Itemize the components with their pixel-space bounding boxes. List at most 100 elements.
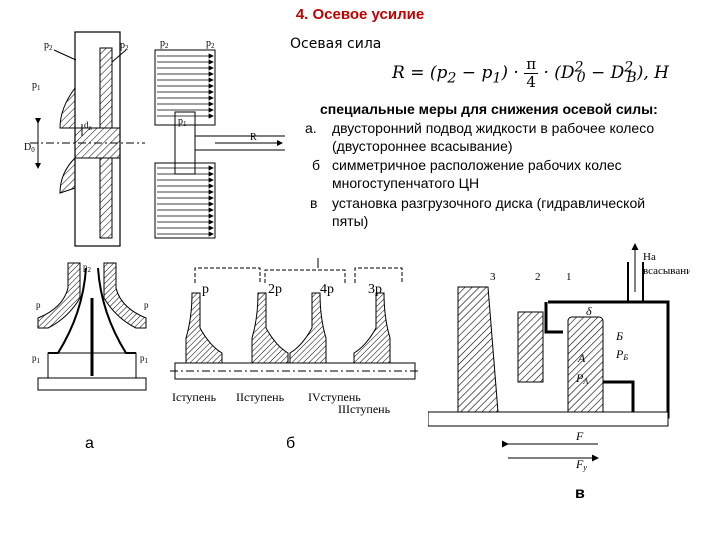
multistage-pump-diagram: p 2p 4p 3p Iступень IIступень IVступень … bbox=[170, 258, 420, 416]
pressure-arrow-head bbox=[208, 207, 214, 213]
stage-label: IIступень bbox=[236, 390, 285, 404]
right-shroud bbox=[103, 262, 147, 329]
pressure-arrow-head bbox=[208, 201, 214, 207]
measure-marker: а. bbox=[305, 120, 317, 136]
pressure-arrow-head bbox=[208, 177, 214, 183]
formula-dv-sup: 2 bbox=[624, 59, 634, 76]
pressure-arrow-head bbox=[208, 225, 214, 231]
p2-dist-right-label: p2 bbox=[206, 38, 215, 50]
formula-four: 4 bbox=[526, 73, 536, 91]
formula-close-paren: ) · bbox=[501, 63, 519, 83]
stage-pressure-3p: 3p bbox=[368, 282, 382, 297]
measure-line: установка разгрузочного диска (гидравлич… bbox=[332, 195, 646, 211]
formula-minus-d: − D bbox=[585, 63, 625, 83]
callout-2: 2 bbox=[535, 271, 541, 283]
force-f-label: F bbox=[575, 429, 584, 443]
stage-label: Iступень bbox=[172, 390, 217, 404]
zone-a-label: А bbox=[577, 351, 586, 365]
shaft bbox=[37, 377, 147, 391]
formula-pi: π bbox=[524, 55, 539, 74]
caption-a: а bbox=[85, 435, 94, 452]
formula-minus-p: − p bbox=[456, 63, 493, 83]
pressure-b-label: PБ bbox=[615, 347, 628, 362]
formula-d-open: (D bbox=[554, 63, 575, 83]
pressure-arrow-head bbox=[208, 189, 214, 195]
measure-marker: б bbox=[312, 157, 321, 173]
pressure-arrow-head bbox=[208, 83, 214, 89]
pressure-arrow-head bbox=[208, 89, 214, 95]
measure-line: двусторонний подвод жидкости в рабочее к… bbox=[332, 120, 655, 136]
pressure-arrow-head bbox=[208, 59, 214, 65]
double-suction-impeller-diagram: p2 p p p1 p1 bbox=[32, 262, 149, 391]
impeller-section bbox=[457, 286, 499, 413]
p1-left-a-label: p1 bbox=[32, 353, 41, 365]
r-label: R bbox=[250, 132, 257, 143]
impeller-inlet-shroud bbox=[59, 86, 76, 129]
measure-item-a: а. двусторонний подвод жидкости в рабочее… bbox=[305, 119, 654, 155]
stage-label: IVступень bbox=[308, 390, 361, 404]
p2-right-label: p2 bbox=[120, 40, 129, 52]
shaft-v bbox=[428, 411, 669, 427]
formula-sub-1: 1 bbox=[492, 70, 502, 87]
stage-pressure-2p: 2p bbox=[268, 282, 282, 297]
formula-tail: ), H bbox=[636, 63, 669, 83]
formula-dv-sub: В bbox=[626, 70, 637, 87]
balancing-disc-diagram: 3 2 1 δ А PА Б PБ На всасывание F Fу bbox=[428, 243, 690, 472]
pressure-arrow-head bbox=[208, 171, 214, 177]
d0-label: D0 bbox=[24, 142, 35, 154]
p1-dist-label: p1 bbox=[178, 116, 187, 128]
pressure-arrow-head bbox=[208, 231, 214, 237]
pressure-arrow-head bbox=[208, 53, 214, 59]
stage-impeller bbox=[289, 292, 327, 364]
pressure-arrow-head bbox=[208, 65, 214, 71]
caption-b: б bbox=[286, 435, 296, 452]
p-left-a-label: p bbox=[36, 300, 41, 310]
formula-sub-2: 2 bbox=[447, 70, 457, 87]
formula-d0-sup: 2 bbox=[574, 59, 584, 76]
pressure-arrow-head bbox=[208, 113, 214, 119]
measure-line: (двустороннее всасывание) bbox=[332, 138, 513, 154]
suction-label-line1: На bbox=[643, 251, 656, 263]
measure-line: многоступенчатого ЦН bbox=[332, 175, 480, 191]
db-label: dв bbox=[84, 120, 93, 132]
zone-b-label: Б bbox=[615, 329, 623, 343]
stage-pressure-4p: 4p bbox=[320, 282, 334, 297]
measure-line: пяты) bbox=[332, 213, 369, 229]
measures-heading: специальные меры для снижения осевой сил… bbox=[320, 101, 658, 117]
formula-d0-sub: 0 bbox=[576, 70, 586, 87]
p2-a-label: p2 bbox=[83, 262, 92, 274]
pressure-arrow-head bbox=[208, 195, 214, 201]
pressure-arrow-head bbox=[208, 219, 214, 225]
axial-force-label: Осевая сила bbox=[290, 36, 382, 52]
p1-right-a-label: p1 bbox=[140, 353, 149, 365]
measure-item-b: б симметричное расположение рабочих колес… bbox=[305, 156, 622, 192]
stage-label: IIIступень bbox=[338, 402, 391, 416]
suction-label-line2: всасывание bbox=[643, 265, 690, 277]
delta-label: δ bbox=[586, 304, 592, 318]
pressure-arrow-head bbox=[208, 95, 214, 101]
measure-item-v: в установка разгрузочного диска (гидравли… bbox=[305, 194, 645, 230]
pressure-arrow-head bbox=[208, 101, 214, 107]
stage-impeller bbox=[251, 292, 289, 364]
p2-dist-left-label: p2 bbox=[160, 38, 169, 50]
balancing-disc bbox=[567, 316, 604, 418]
left-shroud bbox=[37, 262, 81, 329]
stage-pressure-p: p bbox=[202, 282, 209, 297]
impeller-pressure-diagram: D0 dв p2 p2 p1 p2 p2 p1 R bbox=[24, 31, 285, 247]
pressure-a-label: PА bbox=[575, 371, 588, 386]
pressure-arrow-head bbox=[208, 71, 214, 77]
measure-marker: в bbox=[310, 195, 318, 211]
stage-impellers bbox=[185, 292, 391, 364]
stage-impeller bbox=[185, 292, 223, 364]
p-right-a-label: p bbox=[144, 300, 149, 310]
measure-line: симметричное расположение рабочих колес bbox=[332, 157, 622, 173]
p2-left-label: p2 bbox=[44, 40, 53, 52]
pressure-arrow-head bbox=[208, 183, 214, 189]
callout-1: 1 bbox=[566, 271, 572, 283]
formula-dot: · bbox=[543, 63, 549, 83]
callout-3: 3 bbox=[490, 271, 496, 283]
formula-lhs: R = (p bbox=[392, 63, 448, 83]
pressure-arrow-head bbox=[208, 213, 214, 219]
